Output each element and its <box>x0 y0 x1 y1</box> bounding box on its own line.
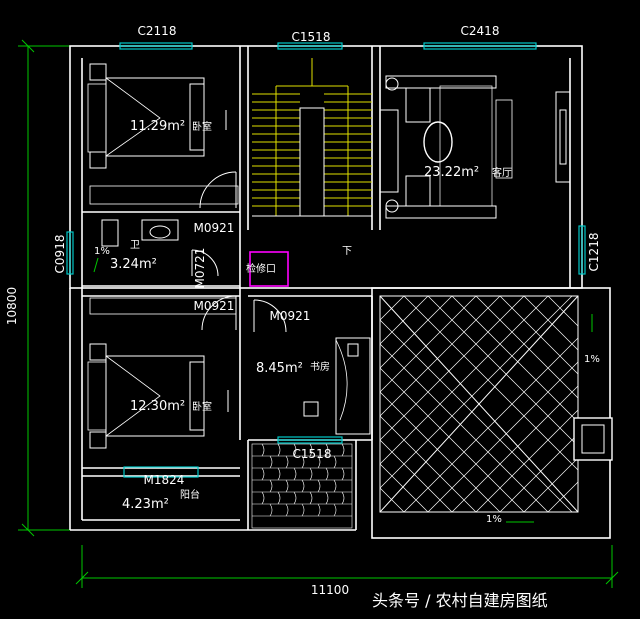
room-area-bath: 3.24m² <box>110 257 157 272</box>
window-label-right-living: C1218 <box>587 233 601 272</box>
dim-width-label: 11100 <box>311 583 349 597</box>
door-label-3: M0921 <box>194 299 235 313</box>
window-label-study-bottom: C1518 <box>293 447 332 461</box>
staircase <box>252 58 372 217</box>
slope-label-bath: 1% <box>94 246 110 257</box>
roof-tiles <box>251 443 353 529</box>
room-area-bedroom1: 11.29m² <box>130 119 185 134</box>
roof-terrace <box>371 287 613 539</box>
room-area-living: 23.22m² <box>424 165 479 180</box>
room-area-balcony: 4.23m² <box>122 497 169 512</box>
dimension-lines <box>18 39 619 588</box>
door-label-balcony: M1824 <box>144 473 185 487</box>
room-name-bedroom2: 卧室 <box>192 400 212 413</box>
room-name-living: 客厅 <box>492 166 512 179</box>
room-name-balcony: 阳台 <box>180 488 200 501</box>
slope-label-bottom: 1% <box>486 514 502 525</box>
slope-label-right: 1% <box>584 354 600 365</box>
stair-down-label: 下 <box>342 246 352 257</box>
room-name-bath: 卫 <box>130 240 140 251</box>
door-label-4: M0921 <box>270 309 311 323</box>
room-name-bedroom1: 卧室 <box>192 120 212 133</box>
slope-arrows <box>93 257 593 523</box>
room-area-bedroom2: 12.30m² <box>130 399 185 414</box>
door-label-2: M0721 <box>193 248 207 289</box>
access-hatch <box>249 251 289 287</box>
furniture <box>87 63 571 449</box>
room-name-study: 书房 <box>310 360 330 373</box>
windows <box>66 42 586 478</box>
window-label-top-left: C2118 <box>138 24 177 38</box>
dim-height-label: 10800 <box>5 287 19 325</box>
door-label-1: M0921 <box>194 221 235 235</box>
window-label-top-right: C2418 <box>461 24 500 38</box>
window-label-left-bath: C0918 <box>53 235 67 274</box>
watermark-text: 头条号 / 农村自建房图纸 <box>372 591 548 610</box>
window-label-top-mid: C1518 <box>292 30 331 44</box>
access-hatch-label: 检修口 <box>246 262 276 275</box>
room-area-study: 8.45m² <box>256 361 303 376</box>
